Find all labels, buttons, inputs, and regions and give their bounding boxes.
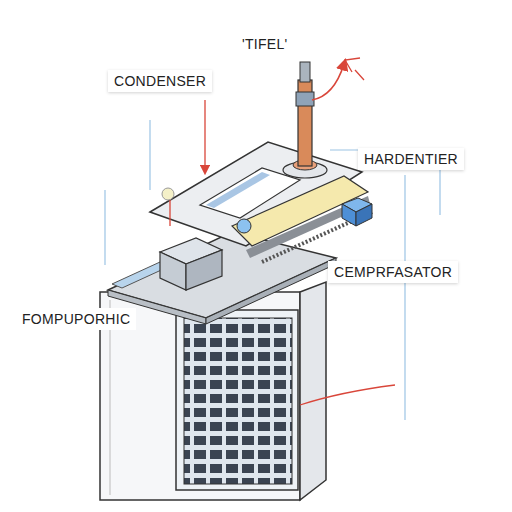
coupling	[342, 198, 372, 226]
part-label: FOMPUPORHIC	[16, 308, 136, 330]
part-label: CONDENSER	[108, 70, 212, 92]
copper-pipe	[283, 62, 344, 178]
leader-lines	[170, 100, 395, 405]
part-label: 'TIFEL'	[236, 33, 294, 55]
base-plate	[108, 232, 336, 324]
part-label: HARDENTIER	[358, 148, 464, 170]
compressor	[160, 219, 251, 290]
gauge	[162, 188, 174, 200]
vent-arrow	[345, 58, 364, 80]
part-label: CEMPRFASATOR	[328, 261, 458, 283]
